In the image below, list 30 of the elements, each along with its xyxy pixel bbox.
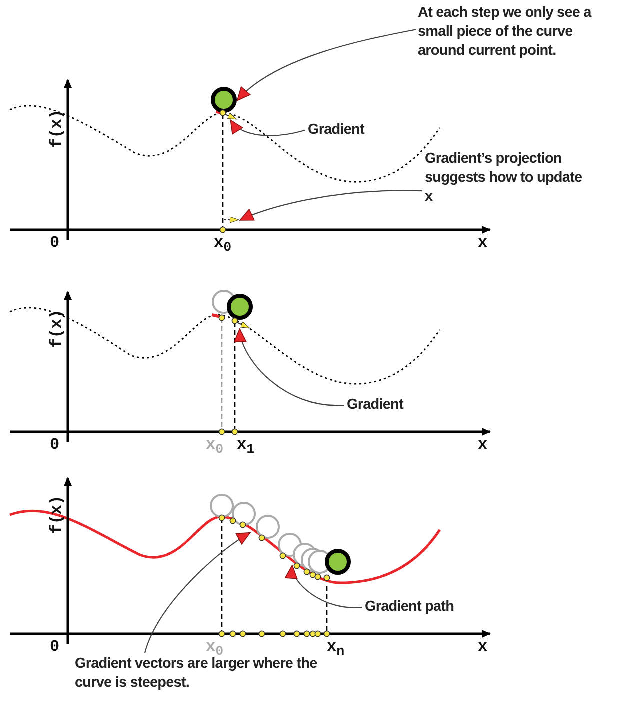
axis-label: f(x) xyxy=(48,110,66,148)
leader-line xyxy=(286,565,362,608)
tick-label: x$_{0}$ xyxy=(214,234,232,256)
gradient-arrow xyxy=(224,112,238,120)
ball xyxy=(227,294,253,320)
projection-arrow xyxy=(224,216,240,224)
leader-line xyxy=(144,532,251,654)
axis-label: 0 xyxy=(50,436,60,454)
callout-text: Gradient xyxy=(347,396,467,415)
axis-label: 0 xyxy=(50,638,60,656)
leader-line xyxy=(240,190,422,222)
tick-label: x$_{0}$ xyxy=(206,436,224,458)
axis-label: f(x) xyxy=(48,496,66,534)
tick-label: x$_{1}$ xyxy=(237,436,255,458)
axis-label: x xyxy=(478,638,488,656)
leader-line xyxy=(230,120,306,136)
axis-label: x xyxy=(478,436,488,454)
callout-text: At each step we only see a small piece of the curve around current point. xyxy=(418,4,621,61)
leader-line xyxy=(236,29,416,102)
ball xyxy=(211,87,237,113)
callout-text: Gradient’s projection suggests how to update x xyxy=(425,150,590,207)
ball xyxy=(325,549,351,575)
axis-label: 0 xyxy=(50,234,60,252)
tick-label: x$_{n}$ xyxy=(327,638,345,660)
axis-label: f(x) xyxy=(48,310,66,348)
leader-line xyxy=(235,328,344,406)
callout-text: Gradient xyxy=(308,121,428,140)
callout-text: Gradient path xyxy=(365,598,525,617)
gradient-arrow xyxy=(236,322,250,329)
axis-label: x xyxy=(478,234,488,252)
